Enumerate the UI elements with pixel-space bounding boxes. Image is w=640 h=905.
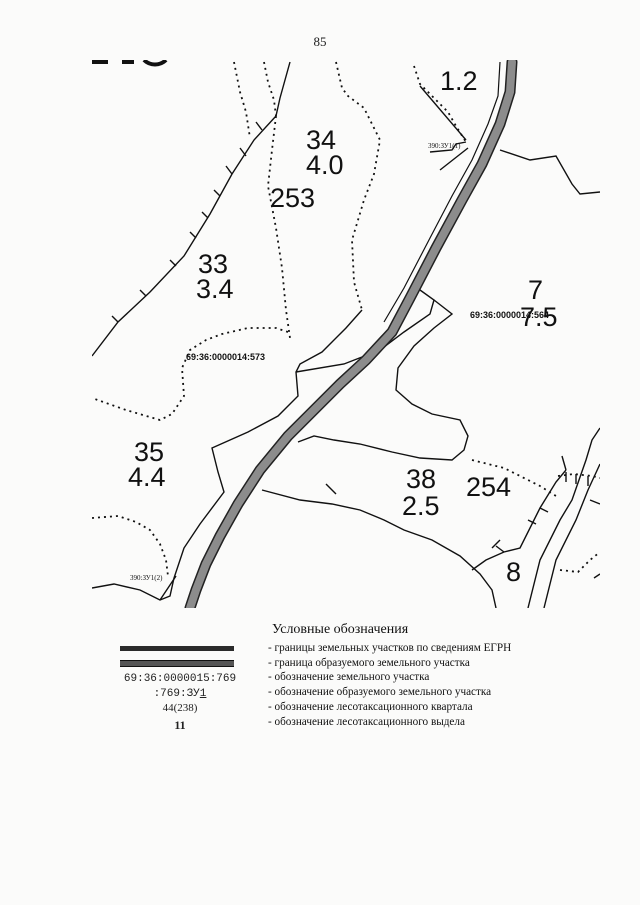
page-number: 85	[313, 34, 327, 49]
road-shoulder	[383, 61, 501, 323]
legend-sample-forest-section: 11	[174, 718, 186, 732]
legend-sample-new-suffix: 1	[199, 688, 207, 700]
legend-sample-forest-block: 44(238)	[162, 702, 198, 714]
legend-sample-cadastral-number: 69:36:0000015:769	[123, 673, 237, 685]
new-plot-label-zu1-2: 390:ЗУ1(2)	[130, 574, 163, 582]
new-plot-label-zu1-1: 390:ЗУ1(1)	[428, 142, 461, 150]
map-label-7: 7	[528, 275, 543, 305]
legend-sample-new-plot-line	[120, 660, 234, 667]
legend-item-new-boundary: - граница образуемого земельного участка	[268, 656, 470, 669]
map-label-35-area: 4.4	[128, 462, 166, 492]
road-inner	[186, 60, 516, 608]
map-label-33-area: 3.4	[196, 274, 234, 304]
map-label-38-area: 2.5	[402, 491, 440, 521]
map-label-38: 38	[406, 464, 436, 494]
map-label-33: 33	[198, 249, 228, 279]
map-label-35: 35	[134, 437, 164, 467]
map-label-8: 8	[506, 557, 521, 587]
map-label-253: 253	[270, 183, 315, 213]
map-label-1-2: 1.2	[440, 66, 478, 96]
map-label-7-area: 7.5	[520, 302, 558, 332]
top-left-fragment	[92, 60, 168, 67]
legend-item-new-plot-designation: - обозначение образуемого земельного уча…	[268, 686, 492, 699]
legend-item-forest-section: - обозначение лесотаксационного выдела	[268, 715, 465, 728]
legend-title: Условные обозначения	[272, 622, 409, 637]
legend-item-plot-designation: - обозначение земельного участка	[268, 671, 430, 684]
legend-item-forest-block: - обозначение лесотаксационного квартала	[268, 700, 473, 713]
map-label-34: 34	[306, 125, 336, 155]
quarter-boundary-ticks	[111, 121, 589, 553]
map-label-254: 254	[466, 472, 511, 502]
cadastral-label-564: 69:36:0000014:564	[470, 310, 549, 320]
cadastral-map: 1.2 34 4.0 253 33 3.4 7 7.5 35 4.4 38 2.…	[92, 60, 600, 608]
legend-list: - границы земельных участков по сведения…	[268, 641, 511, 729]
map-label-34-area: 4.0	[306, 150, 344, 180]
road-outer	[184, 60, 518, 608]
forest-boundaries	[92, 61, 600, 577]
legend-sample-new-plot-number: :769:ЗУ1	[110, 688, 250, 700]
cadastral-boundaries	[92, 61, 600, 608]
legend-sample-egrn-line	[120, 646, 234, 651]
legend-sample-new-prefix: :769:ЗУ	[153, 688, 200, 700]
cadastral-label-573: 69:36:0000014:573	[186, 352, 265, 362]
legend-item-egrn: - границы земельных участков по сведения…	[268, 642, 512, 654]
